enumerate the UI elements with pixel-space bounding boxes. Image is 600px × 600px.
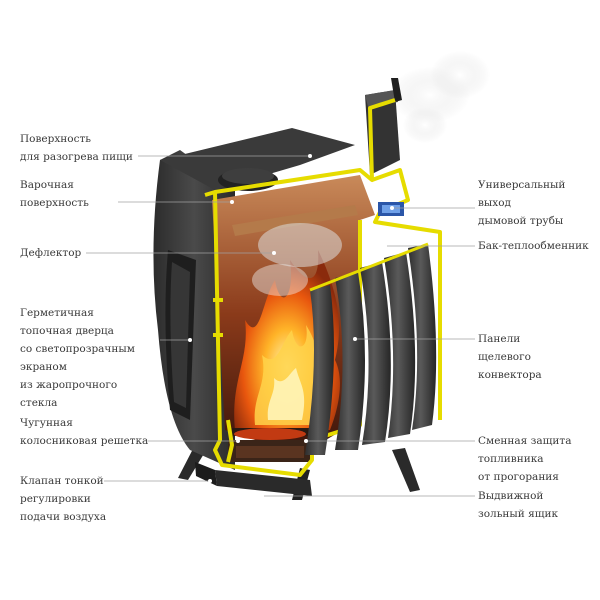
label-heat-exchanger-tank: Бак-теплообменник	[478, 240, 589, 252]
label-cast-iron-grate: Чугунная колосниковая решетка	[20, 417, 149, 447]
label-deflector: Дефлектор	[20, 247, 82, 259]
convector-panels	[305, 242, 437, 455]
label-cooking-surface: Варочная поверхность	[20, 179, 89, 209]
smoke-plume	[390, 51, 490, 143]
label-replaceable-firebox-protection: Сменная защита топливника от прогорания	[478, 435, 572, 483]
leader-dots	[188, 154, 394, 498]
leader-lines-left	[86, 155, 310, 482]
label-universal-flue-outlet: Универсальный выход дымовой трубы	[478, 179, 566, 227]
label-food-heating-surface: Поверхность для разогрева пищи	[20, 133, 133, 163]
label-ash-drawer: Выдвижной зольный ящик	[478, 490, 559, 520]
label-convector-panels: Панели щелевого конвектора	[478, 333, 542, 381]
leader-lines-right	[262, 207, 475, 497]
label-sealed-firebox-door: Герметичная топочная дверца со светопроз…	[20, 307, 135, 409]
label-air-supply-valve: Клапан тонкой регулировки подачи воздуха	[20, 475, 107, 523]
